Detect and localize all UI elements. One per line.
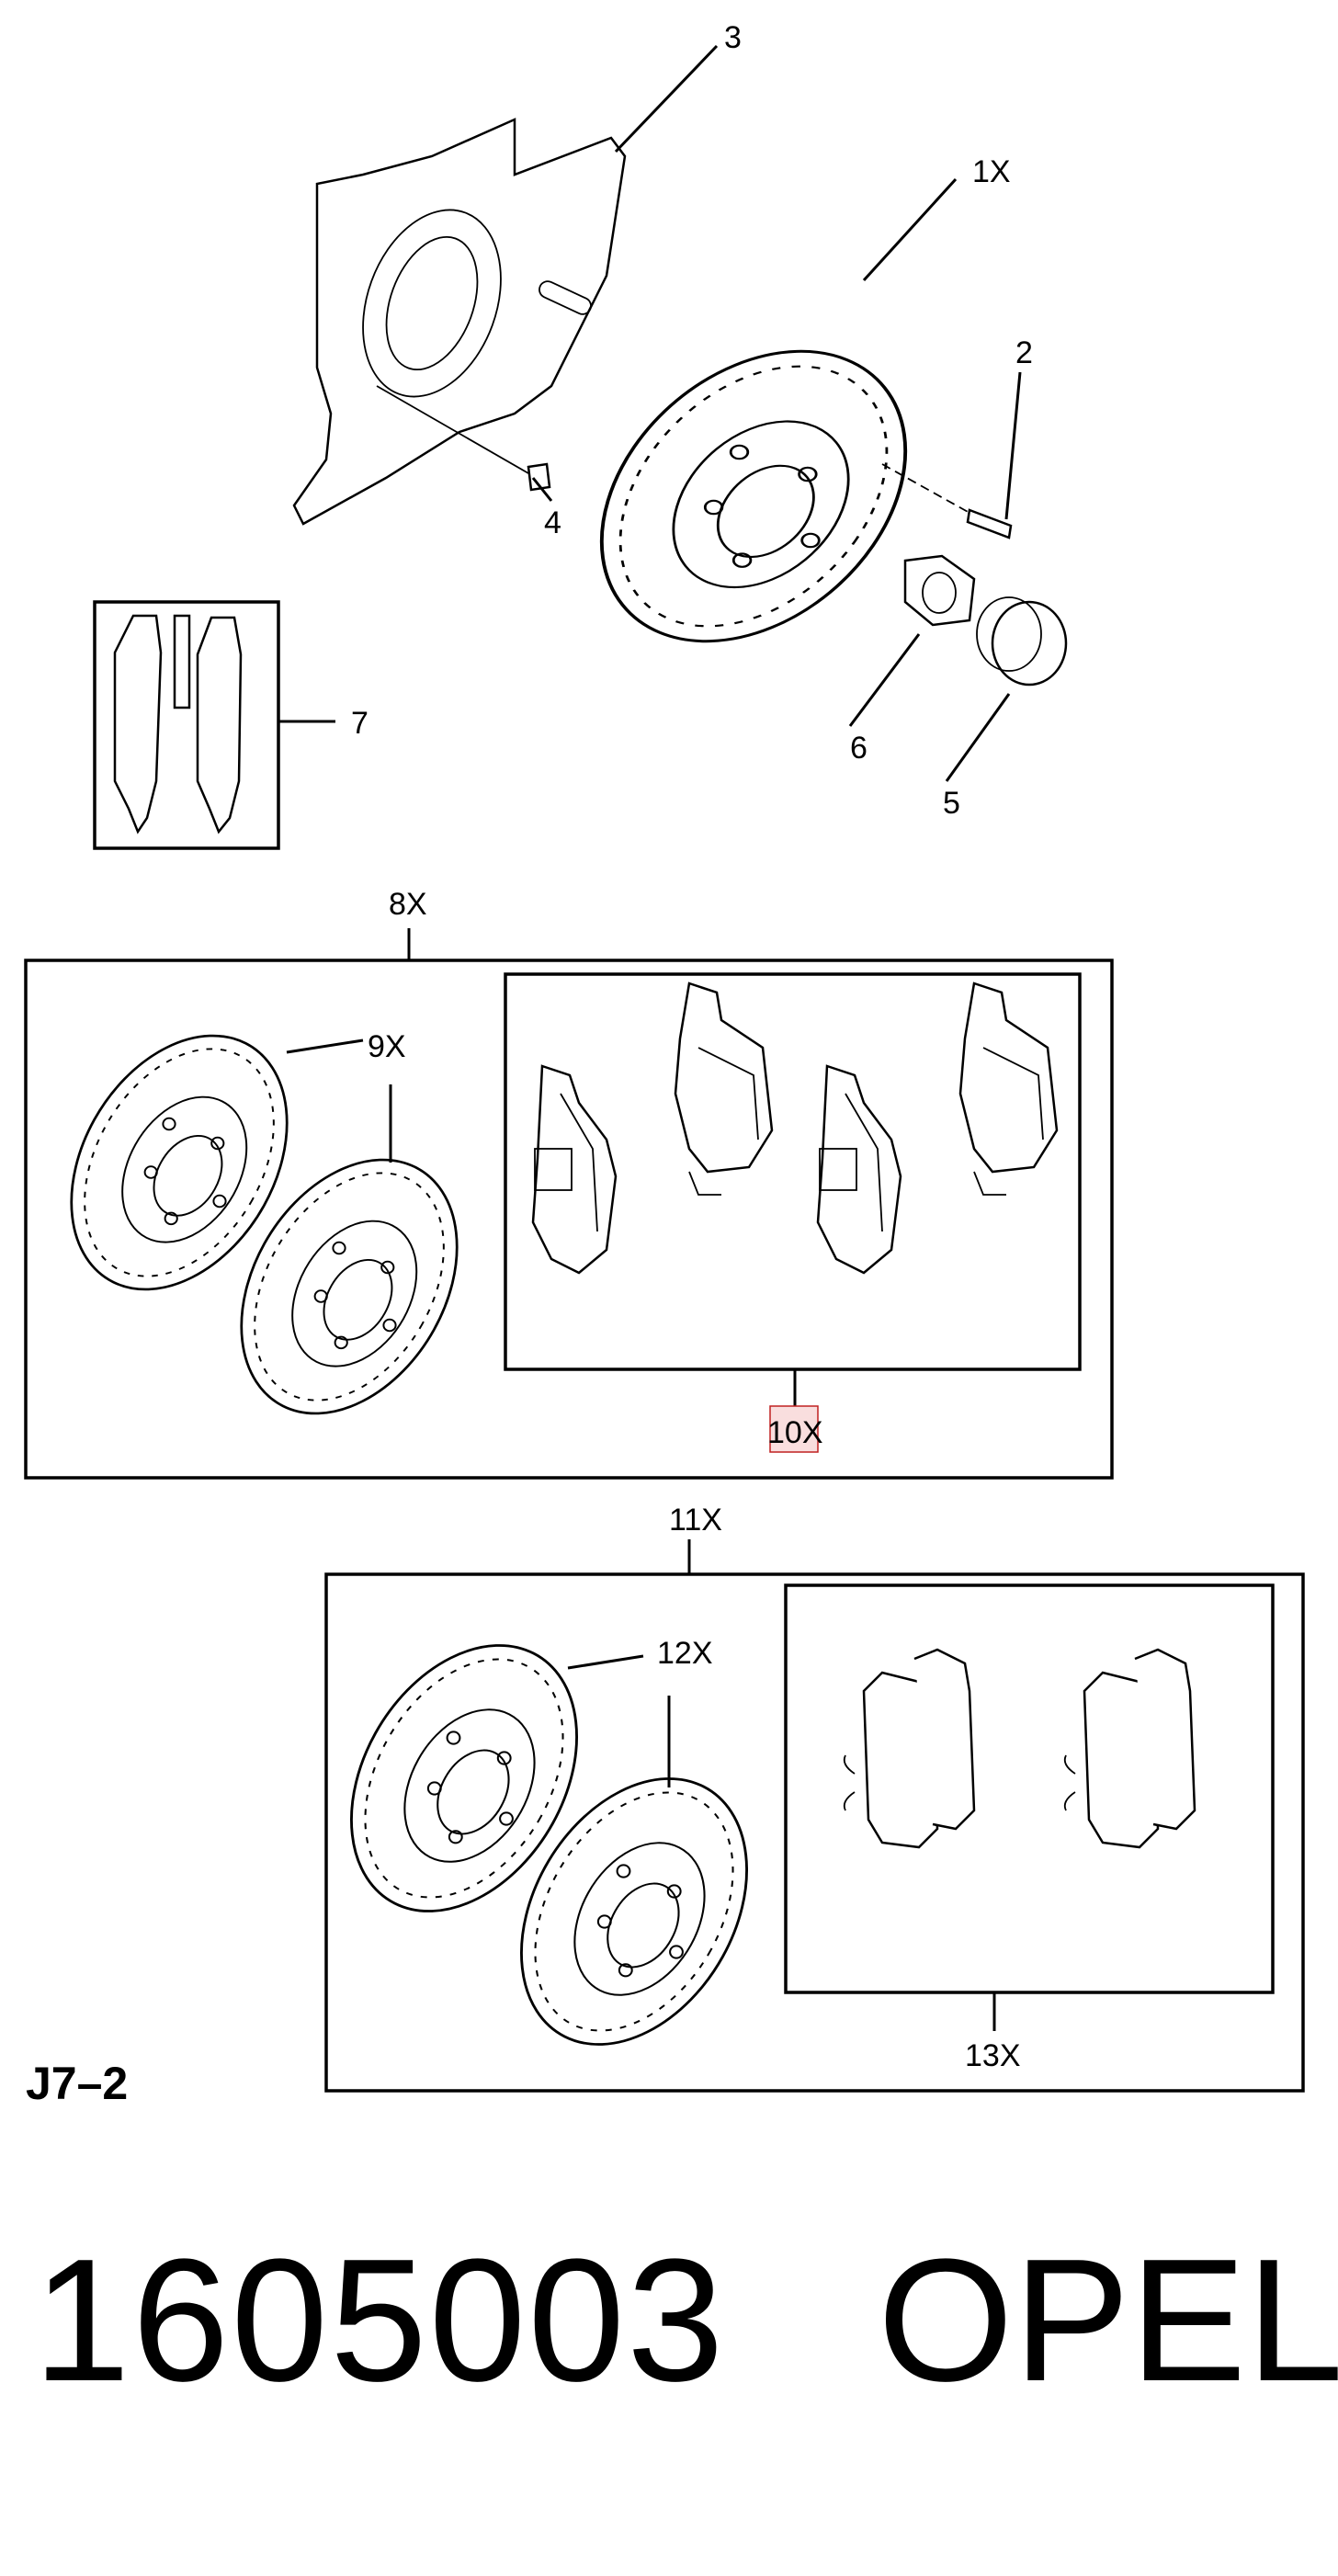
label-8x: 8X: [389, 887, 427, 922]
brand-name: OPEL: [878, 2223, 1338, 2418]
label-11x: 11X: [669, 1503, 722, 1538]
label-4: 4: [544, 505, 561, 540]
splash-shield: [292, 118, 627, 526]
box-10x: [504, 972, 1082, 1371]
label-3: 3: [724, 20, 742, 55]
label-10x: 10X: [767, 1415, 823, 1450]
label-5: 5: [943, 786, 960, 821]
nut-6: [903, 554, 976, 627]
part-number: 1605003: [33, 2223, 726, 2418]
label-2: 2: [1015, 335, 1033, 370]
label-9x: 9X: [368, 1029, 406, 1064]
label-12x: 12X: [657, 1636, 713, 1671]
screw-4: [527, 462, 551, 492]
diagram-reference: J7–2: [26, 2058, 129, 2109]
box-11x: [324, 1572, 1305, 2093]
label-1x: 1X: [972, 154, 1011, 189]
label-7: 7: [351, 706, 369, 741]
label-6: 6: [850, 731, 867, 766]
label-13x: 13X: [965, 2038, 1021, 2073]
box-13x: [784, 1583, 1275, 1994]
cap-5: [991, 600, 1068, 687]
box-8x: [24, 959, 1114, 1480]
bolt-2: [966, 508, 1013, 539]
box-7: [93, 600, 280, 850]
highlight-10x: [769, 1405, 819, 1453]
